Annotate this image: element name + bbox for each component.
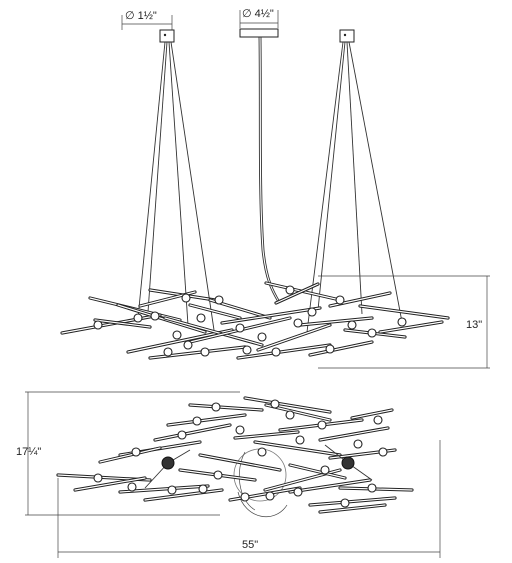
- height-label: 13": [466, 319, 482, 331]
- depth-label: 17¼": [16, 446, 41, 458]
- plan-hub-left: [161, 456, 175, 470]
- canopy-left: [159, 29, 175, 43]
- front-rods: [60, 281, 450, 360]
- canopy-large-dimension: ∅ 4½": [239, 8, 279, 28]
- depth-dimension: 17¼": [16, 391, 240, 516]
- canopy-small-dimension: ∅ 1½": [121, 10, 173, 30]
- suspension-cables: [137, 36, 403, 333]
- height-dimension: 13": [318, 275, 490, 369]
- width-dimension: 55": [57, 440, 441, 558]
- canopy-small-label: ∅ 1½": [125, 10, 157, 22]
- plan-nodes: [93, 399, 388, 508]
- front-view: [60, 281, 450, 360]
- canopy-center: [239, 28, 279, 38]
- canopy-large-label: ∅ 4½": [242, 8, 274, 20]
- width-label: 55": [242, 539, 258, 551]
- plan-hub-right: [341, 456, 355, 470]
- canopy-right: [339, 29, 355, 43]
- front-nodes: [93, 285, 407, 357]
- plan-rods: [56, 396, 414, 514]
- plan-view: [56, 396, 414, 518]
